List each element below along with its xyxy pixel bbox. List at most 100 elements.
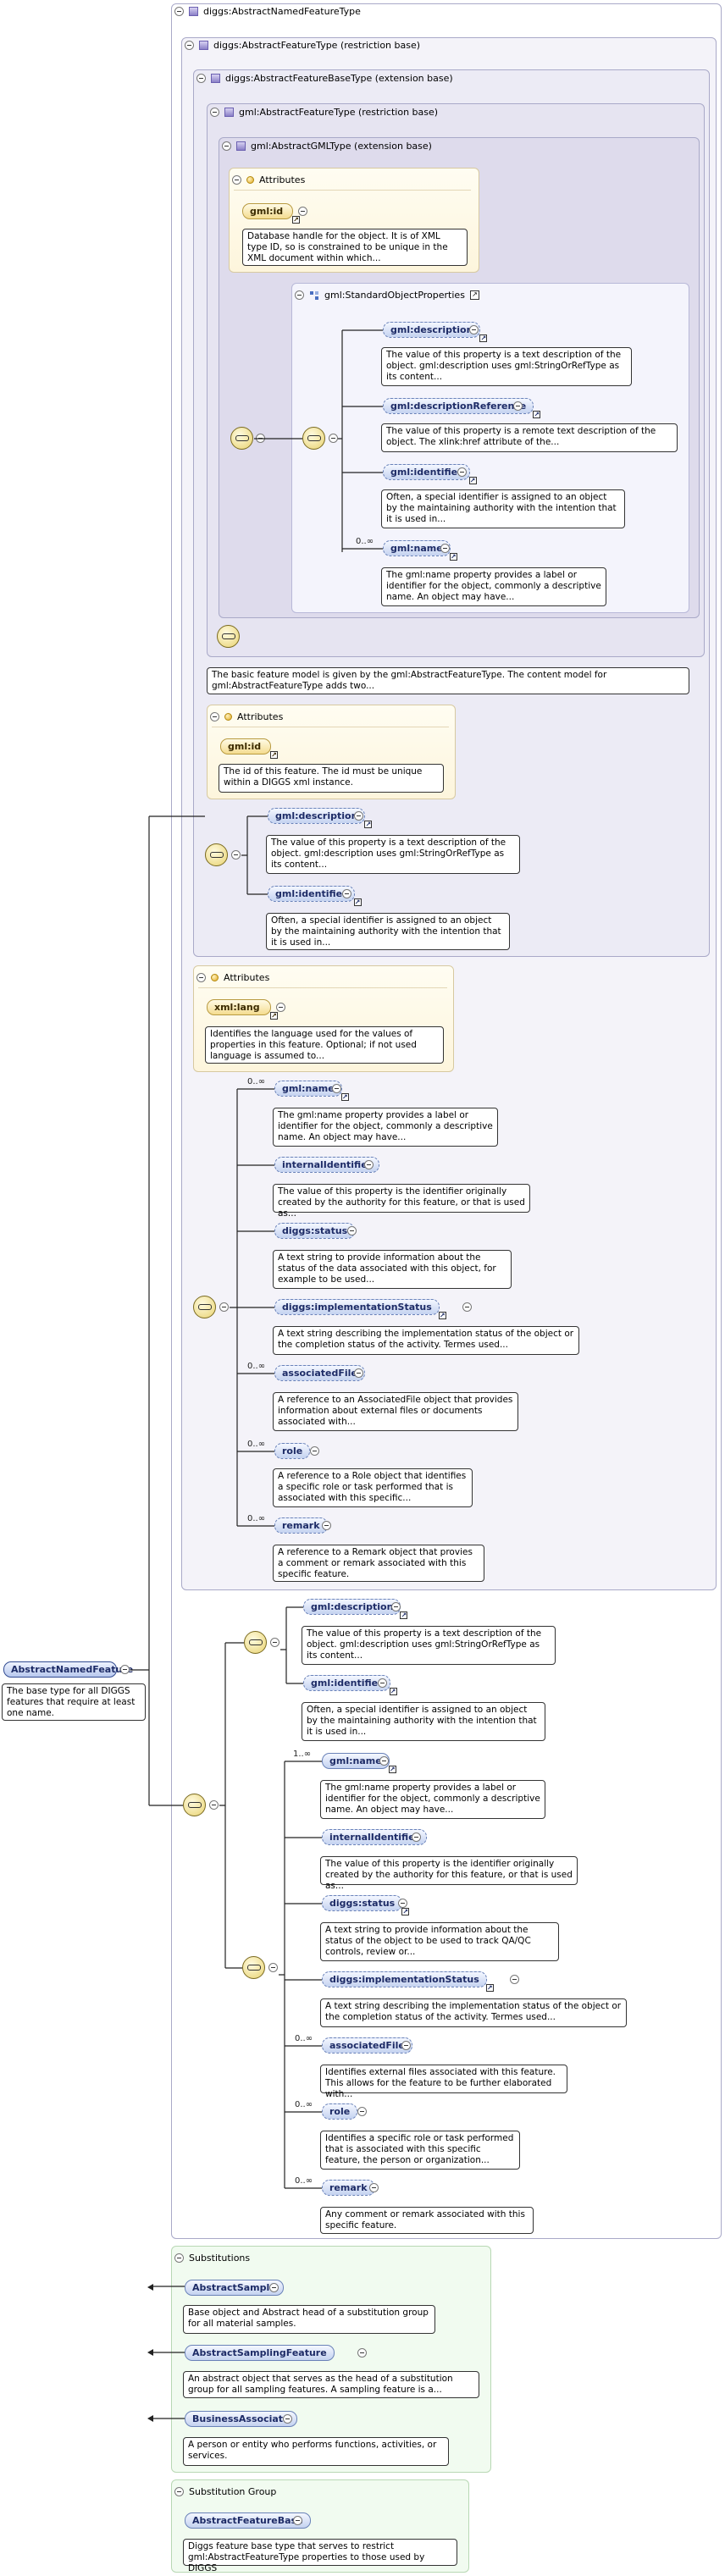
complex-type-icon bbox=[236, 141, 246, 151]
sequence-compositor-icon[interactable] bbox=[230, 427, 253, 450]
root-element-abstract-named-feature[interactable]: AbstractNamedFeature bbox=[3, 1661, 133, 1678]
element-role[interactable]: role bbox=[274, 1443, 311, 1459]
element-diggs-implementation-status[interactable]: diggs:implementationStatus↗ bbox=[274, 1299, 446, 1319]
element-remark[interactable]: remark bbox=[274, 1517, 328, 1534]
expand-toggle[interactable] bbox=[510, 1975, 519, 1984]
attribute-gml-id[interactable]: gml:id↗ bbox=[242, 203, 300, 224]
collapse-toggle[interactable] bbox=[210, 712, 219, 721]
element-gml-identifier[interactable]: gml:identifier↗ bbox=[268, 886, 362, 906]
expand-toggle[interactable] bbox=[469, 325, 479, 334]
expand-toggle[interactable] bbox=[283, 2414, 292, 2424]
expand-toggle[interactable] bbox=[440, 544, 450, 553]
attribute-xml-lang[interactable]: xml:lang↗ bbox=[207, 999, 278, 1020]
expand-toggle[interactable] bbox=[322, 1521, 331, 1530]
reference-icon: ↗ bbox=[401, 1908, 410, 1915]
element-gml-description[interactable]: gml:description↗ bbox=[303, 1599, 408, 1619]
element-gml-name[interactable]: gml:name↗ bbox=[274, 1081, 349, 1101]
element-gml-description[interactable]: gml:description↗ bbox=[268, 808, 373, 828]
collapse-toggle[interactable] bbox=[120, 1665, 130, 1674]
expand-toggle[interactable] bbox=[457, 467, 467, 477]
collapse-toggle[interactable] bbox=[256, 434, 265, 443]
collapse-toggle[interactable] bbox=[196, 74, 206, 83]
collapse-toggle[interactable] bbox=[222, 141, 231, 151]
expand-toggle[interactable] bbox=[378, 1678, 387, 1688]
expand-toggle[interactable] bbox=[379, 1756, 389, 1766]
sequence-compositor-icon[interactable] bbox=[183, 1794, 206, 1816]
expand-toggle[interactable] bbox=[369, 2183, 379, 2192]
collapse-toggle[interactable] bbox=[174, 2487, 184, 2496]
expand-toggle[interactable] bbox=[310, 1446, 319, 1456]
type-title: gml:AbstractFeatureType (restriction bas… bbox=[239, 107, 439, 118]
collapse-toggle[interactable] bbox=[295, 290, 304, 300]
attribute-gml-id[interactable]: gml:id↗ bbox=[220, 738, 278, 759]
type-title: diggs:AbstractFeatureType (restriction b… bbox=[213, 40, 421, 51]
expand-toggle[interactable] bbox=[401, 2041, 411, 2050]
expand-toggle[interactable] bbox=[293, 2516, 302, 2525]
sequence-compositor-icon[interactable] bbox=[302, 427, 325, 450]
collapse-toggle[interactable] bbox=[268, 1963, 278, 1972]
element-gml-description-reference[interactable]: gml:descriptionReference↗ bbox=[383, 398, 541, 418]
expand-toggle[interactable] bbox=[347, 1226, 357, 1235]
element-description: Identifies external files associated wit… bbox=[320, 2065, 567, 2099]
collapse-toggle[interactable] bbox=[232, 175, 241, 185]
cardinality: 0..∞ bbox=[247, 1077, 266, 1086]
sequence-compositor-icon[interactable] bbox=[217, 625, 240, 648]
collapse-toggle[interactable] bbox=[329, 434, 338, 443]
substitution-abstract-sampling-feature[interactable]: AbstractSamplingFeature bbox=[185, 2345, 335, 2361]
attributes-label: Attributes bbox=[224, 972, 270, 983]
sequence-compositor-icon[interactable] bbox=[193, 1296, 216, 1318]
expand-toggle[interactable] bbox=[398, 1899, 407, 1908]
element-internal-identifier[interactable]: internalIdentifier bbox=[274, 1157, 380, 1173]
expand-toggle[interactable] bbox=[462, 1302, 472, 1312]
element-description: The value of this property is the identi… bbox=[273, 1184, 530, 1219]
expand-toggle[interactable] bbox=[269, 2283, 279, 2292]
element-description: A text string to provide information abo… bbox=[320, 1922, 559, 1961]
substitution-business-associate[interactable]: BusinessAssociate bbox=[185, 2411, 297, 2427]
expand-toggle[interactable] bbox=[513, 401, 523, 411]
collapse-toggle[interactable] bbox=[231, 850, 241, 860]
expand-toggle[interactable] bbox=[342, 889, 351, 898]
element-gml-name[interactable]: gml:name↗ bbox=[383, 540, 457, 561]
sequence-compositor-icon[interactable] bbox=[244, 1631, 267, 1654]
collapse-toggle[interactable] bbox=[209, 1800, 219, 1810]
element-gml-identifier[interactable]: gml:identifier↗ bbox=[303, 1675, 397, 1695]
expand-toggle[interactable] bbox=[354, 811, 363, 821]
element-gml-description[interactable]: gml:description↗ bbox=[383, 322, 488, 342]
collapse-toggle[interactable] bbox=[174, 7, 184, 16]
element-gml-identifier[interactable]: gml:identifier↗ bbox=[383, 464, 477, 484]
collapse-toggle[interactable] bbox=[185, 41, 194, 50]
sequence-compositor-icon[interactable] bbox=[242, 1956, 265, 1979]
expand-toggle[interactable] bbox=[364, 1160, 374, 1169]
sequence-compositor-icon[interactable] bbox=[205, 843, 228, 866]
expand-toggle[interactable] bbox=[357, 2348, 367, 2358]
element-diggs-implementation-status[interactable]: diggs:implementationStatus↗ bbox=[322, 1971, 494, 1992]
collapse-toggle[interactable] bbox=[196, 973, 206, 982]
element-role[interactable]: role bbox=[322, 2103, 358, 2120]
element-diggs-status[interactable]: diggs:status↗ bbox=[322, 1895, 410, 1915]
expand-toggle[interactable] bbox=[332, 1084, 341, 1093]
collapse-toggle[interactable] bbox=[270, 1638, 279, 1647]
element-associated-file[interactable]: associatedFile bbox=[322, 2037, 412, 2054]
element-gml-name[interactable]: gml:name↗ bbox=[322, 1753, 396, 1773]
expand-toggle[interactable] bbox=[298, 207, 307, 216]
element-name: remark bbox=[329, 2182, 368, 2193]
element-diggs-status[interactable]: diggs:status bbox=[274, 1223, 356, 1239]
substitution-abstract-sample[interactable]: AbstractSample bbox=[185, 2280, 284, 2296]
expand-toggle[interactable] bbox=[412, 1832, 421, 1842]
cardinality: 0..∞ bbox=[295, 2100, 313, 2109]
expand-toggle[interactable] bbox=[354, 1368, 363, 1378]
element-associated-file[interactable]: associatedFile bbox=[274, 1365, 365, 1381]
element-remark[interactable]: remark bbox=[322, 2180, 375, 2196]
collapse-toggle[interactable] bbox=[219, 1302, 229, 1312]
expand-toggle[interactable] bbox=[276, 1003, 285, 1012]
element-internal-identifier[interactable]: internalIdentifier bbox=[322, 1829, 428, 1845]
attributes-header: Attributes bbox=[232, 174, 305, 185]
element-description: Often, a special identifier is assigned … bbox=[302, 1702, 545, 1741]
collapse-toggle[interactable] bbox=[210, 108, 219, 117]
substitution-group-abstract-feature-base[interactable]: AbstractFeatureBase bbox=[185, 2512, 311, 2529]
collapse-toggle[interactable] bbox=[174, 2253, 184, 2263]
reference-icon: ↗ bbox=[438, 1312, 446, 1319]
expand-toggle[interactable] bbox=[391, 1602, 401, 1611]
expand-toggle[interactable] bbox=[357, 2107, 367, 2116]
element-name: role bbox=[329, 2106, 351, 2117]
